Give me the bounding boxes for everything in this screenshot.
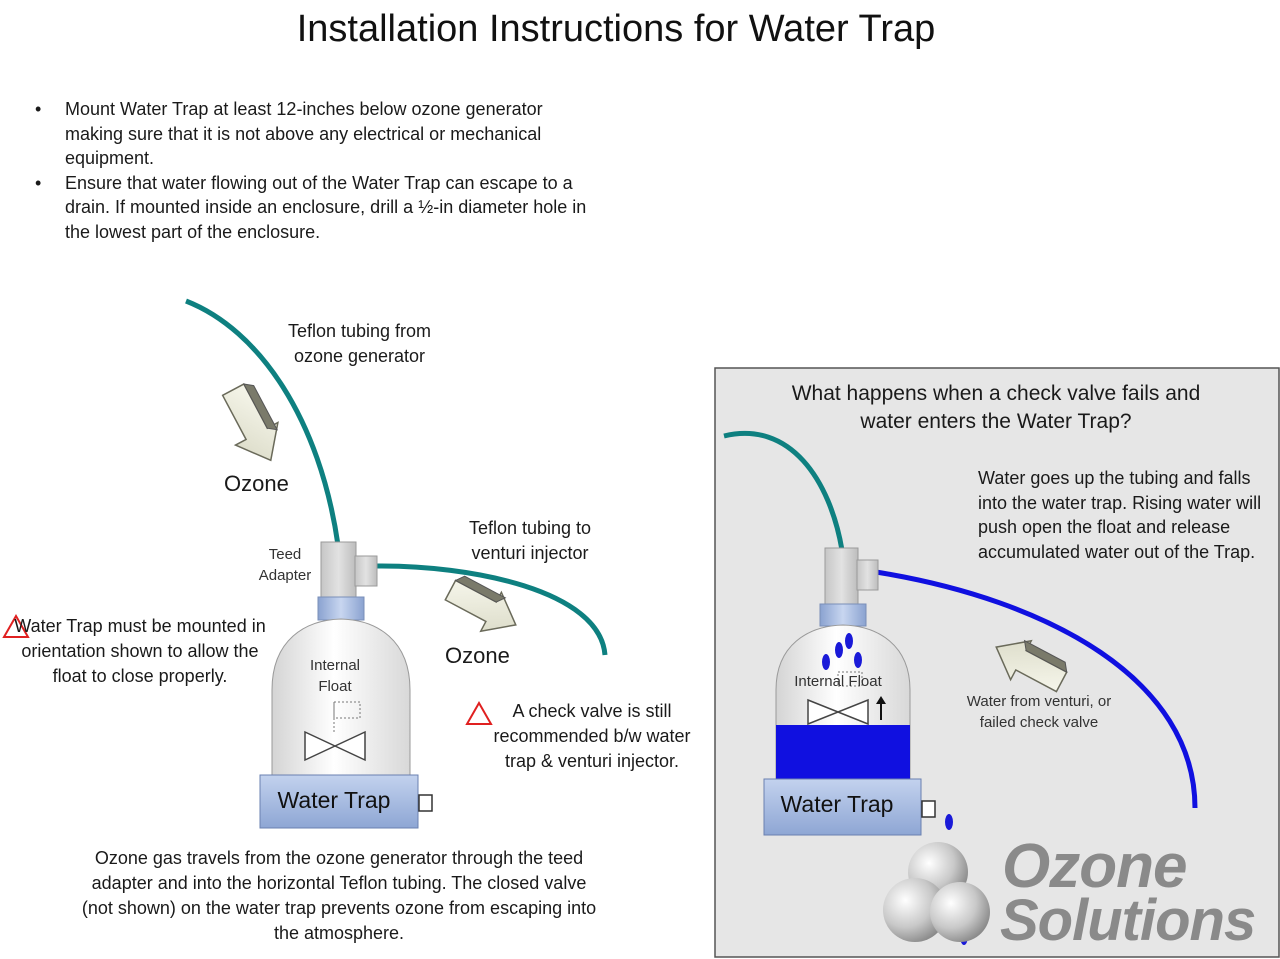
water-source-label: Water from venturi, or failed check valv… — [966, 693, 1112, 731]
list-item: Mount Water Trap at least 12-inches belo… — [35, 97, 595, 171]
page-title: Installation Instructions for Water Trap — [296, 8, 936, 50]
accumulated-water — [776, 725, 910, 780]
tubing-from-generator — [185, 298, 341, 546]
tubing-from-label: Teflon tubing from ozone generator — [287, 321, 432, 366]
list-item: Ensure that water flowing out of the Wat… — [35, 171, 595, 245]
orientation-warning: Water Trap must be mounted in orientatio… — [14, 616, 266, 686]
water-flow-arrow-left — [995, 639, 1068, 693]
warning-icon-check-valve — [465, 700, 493, 725]
panel-description: Water goes up the tubing and falls into … — [978, 468, 1262, 562]
warning-icon-orientation — [2, 613, 30, 638]
trap-body — [271, 618, 411, 777]
ozone-flow-arrow-down — [221, 383, 279, 462]
ozone-label-1: Ozone — [224, 471, 289, 496]
ozone-flow-arrow-right — [444, 575, 517, 633]
panel-internal-float-label: Internal Float — [794, 673, 882, 690]
logo-spheres-icon — [883, 842, 990, 942]
panel-water-trap-label: Water Trap — [780, 791, 894, 817]
water-trap-label: Water Trap — [277, 787, 391, 813]
logo-text-ozone: Ozone — [1002, 832, 1187, 901]
panel-tubing-teal — [723, 430, 845, 551]
tubing-to-label: Teflon tubing to venturi injector — [468, 518, 592, 563]
check-valve-note: A check valve is still recommended b/w w… — [493, 701, 691, 771]
teed-adapter-label: Teed Adapter — [258, 546, 312, 584]
trap-base — [259, 774, 419, 829]
trap-neck — [317, 596, 365, 621]
valve-icon — [304, 730, 366, 762]
panel-tubing-blue — [875, 569, 1198, 809]
instruction-list: Mount Water Trap at least 12-inches belo… — [35, 97, 595, 244]
panel-heading: What happens when a check valve fails an… — [791, 382, 1201, 433]
ozone-flow-caption: Ozone gas travels from the ozone generat… — [81, 848, 597, 943]
teed-adapter — [320, 541, 357, 599]
tubing-to-venturi — [375, 563, 608, 656]
logo-text-solutions: Solutions — [1000, 888, 1256, 953]
internal-float-label: Internal Float — [309, 657, 361, 695]
ozone-label-2: Ozone — [445, 643, 510, 668]
